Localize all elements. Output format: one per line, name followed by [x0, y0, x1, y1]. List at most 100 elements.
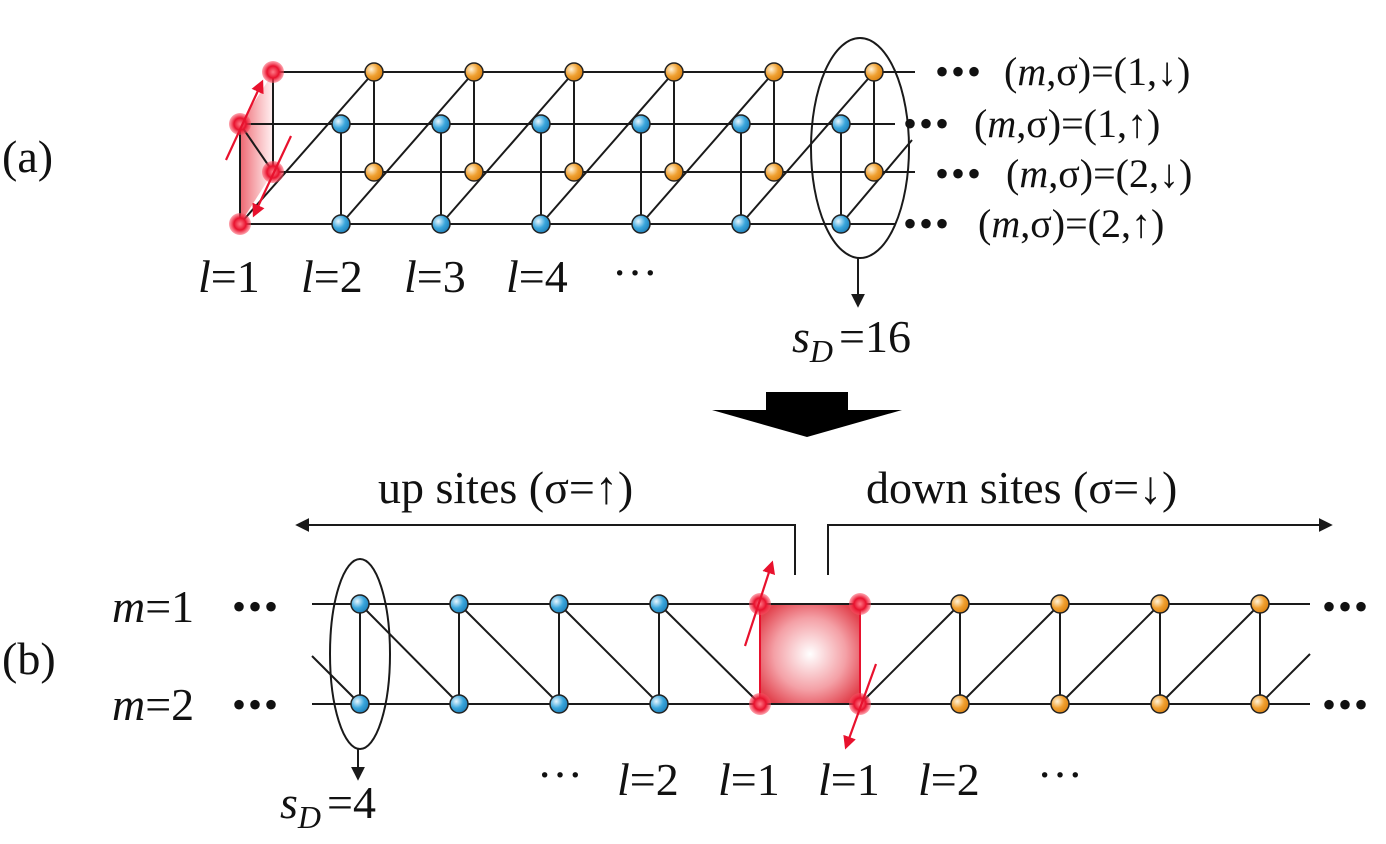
site-down: [1150, 694, 1170, 714]
site-up: [331, 114, 351, 134]
sd-label-b: sD=4: [280, 777, 376, 835]
site-down: [764, 62, 784, 82]
site-up: [531, 114, 551, 134]
site-up: [431, 114, 451, 134]
site-l1: [229, 213, 251, 235]
site-up: [350, 594, 370, 614]
panel-a: (a): [2, 37, 1192, 369]
down-direction-arrow: [827, 518, 1333, 575]
sd-label-a: sD=16: [792, 311, 911, 369]
site-down: [564, 162, 584, 182]
site-up: [350, 694, 370, 714]
l-label: l=2: [617, 754, 679, 805]
spin-down-arrow: [252, 135, 292, 218]
site-l1: [849, 593, 871, 615]
site-up: [649, 594, 669, 614]
sd-var: s: [792, 311, 810, 362]
row-dots: •••: [935, 151, 983, 196]
row-dots: •••: [903, 101, 951, 146]
m-label: m=2: [112, 679, 194, 730]
site-l1: [749, 593, 771, 615]
row-labels: ••• (m,σ)=(1,↓) ••• (m,σ)=(1,↑) ••• (m,σ…: [903, 49, 1192, 246]
site-l1: [849, 693, 871, 715]
row-label: (m,σ)=(1,↑): [974, 101, 1160, 146]
site-up: [831, 214, 851, 234]
right-dots: •••: [1322, 584, 1370, 629]
sd-value: =16: [839, 311, 911, 362]
m-label: m=1: [112, 581, 194, 632]
site-up: [431, 214, 451, 234]
site-down: [864, 62, 884, 82]
l1-square: [759, 603, 861, 705]
site-l1: [262, 61, 284, 83]
site-down: [1150, 594, 1170, 614]
row-label: (m,σ)=(2,↓): [1006, 151, 1192, 196]
m-dots: •••: [232, 584, 280, 629]
site-up: [449, 594, 469, 614]
site-down: [1250, 594, 1270, 614]
site-up: [549, 594, 569, 614]
sd-sub: D: [809, 333, 833, 369]
site-up: [449, 694, 469, 714]
panel-b-l1-sites: [743, 560, 878, 750]
site-up: [531, 214, 551, 234]
l-ellipsis: ···: [537, 749, 583, 800]
site-down: [664, 62, 684, 82]
m-dots: •••: [232, 682, 280, 727]
l-label: l=3: [404, 251, 466, 302]
row-label: (m,σ)=(1,↓): [1004, 49, 1190, 94]
site-up: [731, 114, 751, 134]
site-l1: [749, 693, 771, 715]
panel-b: (b) up sites (σ=↑) down sites (σ=↓) m=1 …: [2, 462, 1370, 835]
panel-a-down-sites: [364, 62, 884, 182]
site-down: [664, 162, 684, 182]
site-up: [831, 114, 851, 134]
l-ellipsis: ···: [1037, 749, 1083, 800]
l-labels-a: l=1 l=2 l=3 l=4 ···: [198, 247, 658, 302]
l-label: l=1: [718, 754, 780, 805]
site-up: [649, 694, 669, 714]
sd-ellipse: [810, 37, 910, 259]
panel-a-l1-sites: [225, 61, 292, 235]
spin-down-arrow: [843, 663, 878, 750]
panel-b-down-sites: [950, 594, 1270, 714]
site-down: [950, 694, 970, 714]
panel-b-up-sites: [350, 594, 669, 714]
down-sites-label: down sites (σ=↓): [866, 462, 1177, 513]
l-label: l=1: [818, 754, 880, 805]
site-down: [1250, 694, 1270, 714]
panel-a-up-sites: [331, 114, 851, 234]
panel-a-label: (a): [2, 131, 53, 182]
row-label: (m,σ)=(2,↑): [978, 201, 1164, 246]
site-down: [864, 162, 884, 182]
site-down: [364, 162, 384, 182]
l-ellipsis: ···: [612, 247, 658, 298]
row-dots: •••: [935, 49, 983, 94]
site-up: [331, 214, 351, 234]
site-down: [364, 62, 384, 82]
spin-up-arrow: [225, 79, 264, 161]
site-down: [764, 162, 784, 182]
panel-a-bonds: [239, 71, 915, 225]
site-down: [464, 62, 484, 82]
l-labels-b: ··· l=2 l=1 l=1 l=2 ···: [537, 749, 1083, 805]
sd-ellipse: [329, 558, 391, 750]
site-down: [464, 162, 484, 182]
row-dots: •••: [903, 201, 951, 246]
l-label: l=4: [506, 251, 568, 302]
site-up: [631, 114, 651, 134]
spin-up-arrow: [743, 560, 776, 647]
site-down: [1050, 694, 1070, 714]
site-down: [564, 62, 584, 82]
transform-arrow: [712, 392, 902, 437]
up-direction-arrow: [295, 518, 796, 575]
l-label: l=1: [198, 251, 260, 302]
right-dots: •••: [1322, 682, 1370, 727]
panel-b-label: (b): [2, 633, 56, 684]
site-up: [731, 214, 751, 234]
site-down: [1050, 594, 1070, 614]
l-label: l=2: [918, 754, 980, 805]
site-down: [950, 594, 970, 614]
site-up: [549, 694, 569, 714]
